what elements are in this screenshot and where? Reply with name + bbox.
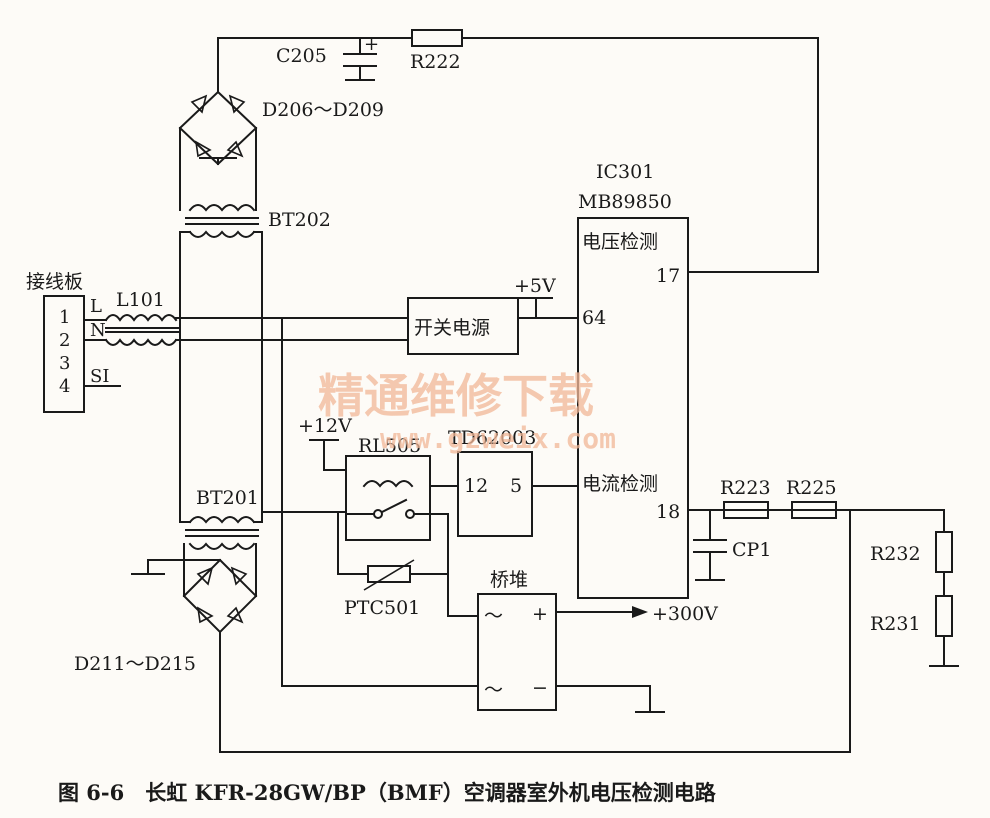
ptc501 [337, 513, 449, 591]
label-n: N [90, 320, 106, 341]
label-r231: R231 [870, 613, 921, 635]
label-t3: 3 [59, 353, 70, 374]
label-plus5v: +5V [514, 275, 556, 297]
label-td62003: TD62003 [448, 427, 536, 449]
divider-r232-r231 [849, 509, 959, 667]
choke-l101 [104, 314, 179, 346]
label-l101: L101 [116, 289, 165, 311]
label-r223: R223 [720, 477, 771, 499]
resistor-r222 [411, 29, 463, 47]
label-t1: 1 [59, 307, 70, 328]
figure-caption: 图 6-6 长虹 KFR-28GW/BP（BMF）空调器室外机电压检测电路 [58, 780, 717, 805]
label-si: SI [90, 366, 109, 387]
label-bt202: BT202 [268, 209, 331, 231]
bridge-d206-d209 [178, 90, 258, 211]
label-ptc501: PTC501 [344, 597, 420, 619]
capacitor-cp1 [693, 509, 727, 581]
label-plus12v: +12V [298, 415, 352, 437]
label-d206-d209: D206～D209 [262, 99, 384, 121]
resistor-r223 [723, 501, 769, 519]
label-current-detect: 电流检测 [582, 473, 658, 495]
label-d211-d215: D211～D215 [74, 653, 196, 675]
bridge-ac-in-2: ～ [484, 679, 503, 701]
td62003-box [457, 451, 533, 537]
label-t4: 4 [59, 376, 70, 397]
ic301-box [577, 217, 689, 599]
label-p12: 12 [464, 475, 488, 497]
label-ic301: IC301 [596, 161, 654, 183]
bridge-d211-d215 [131, 509, 851, 753]
bridge-minus: − [532, 677, 548, 699]
capacitor-c205: + [343, 34, 379, 81]
label-pin17: 17 [656, 265, 680, 287]
bridge-outputs [555, 606, 665, 713]
label-r232: R232 [870, 543, 921, 565]
label-r225: R225 [786, 477, 837, 499]
watermark-cn: 精通维修下载 [318, 369, 594, 423]
relay-rl505 [309, 439, 479, 617]
c205-plus-sign: + [364, 34, 379, 55]
bridge-ac-in-1: ～ [484, 605, 503, 627]
label-bridge: 桥堆 [490, 569, 528, 591]
label-p5: 5 [510, 475, 522, 497]
label-rl505: RL505 [358, 435, 421, 457]
transformer-bt201 [179, 511, 347, 597]
label-c205: C205 [276, 45, 327, 67]
watermark-url: www.gzweix.com [380, 422, 616, 455]
label-l: L [90, 296, 102, 317]
label-plus300v: +300V [652, 603, 718, 625]
transformer-bt202 [179, 204, 263, 523]
label-mb89850: MB89850 [578, 191, 672, 213]
bridge-plus: + [532, 603, 548, 625]
label-cp1: CP1 [732, 539, 771, 561]
bridge-rectifier [477, 593, 557, 711]
mains-lines [175, 317, 479, 687]
label-voltage-detect: 电压检测 [582, 231, 658, 253]
switch-power-supply [407, 297, 519, 355]
terminal-block [43, 295, 85, 413]
label-bt201: BT201 [196, 487, 259, 509]
label-r222: R222 [410, 51, 461, 73]
label-t2: 2 [59, 330, 70, 351]
label-terminal-block: 接线板 [26, 271, 83, 293]
psu-output-wires [517, 297, 579, 319]
terminal-wires [83, 319, 121, 387]
label-switch-psu: 开关电源 [414, 317, 490, 339]
top-loop-wires [217, 37, 819, 273]
label-pin18: 18 [656, 501, 680, 523]
resistor-r225 [791, 501, 837, 519]
label-pin64: 64 [582, 307, 606, 329]
